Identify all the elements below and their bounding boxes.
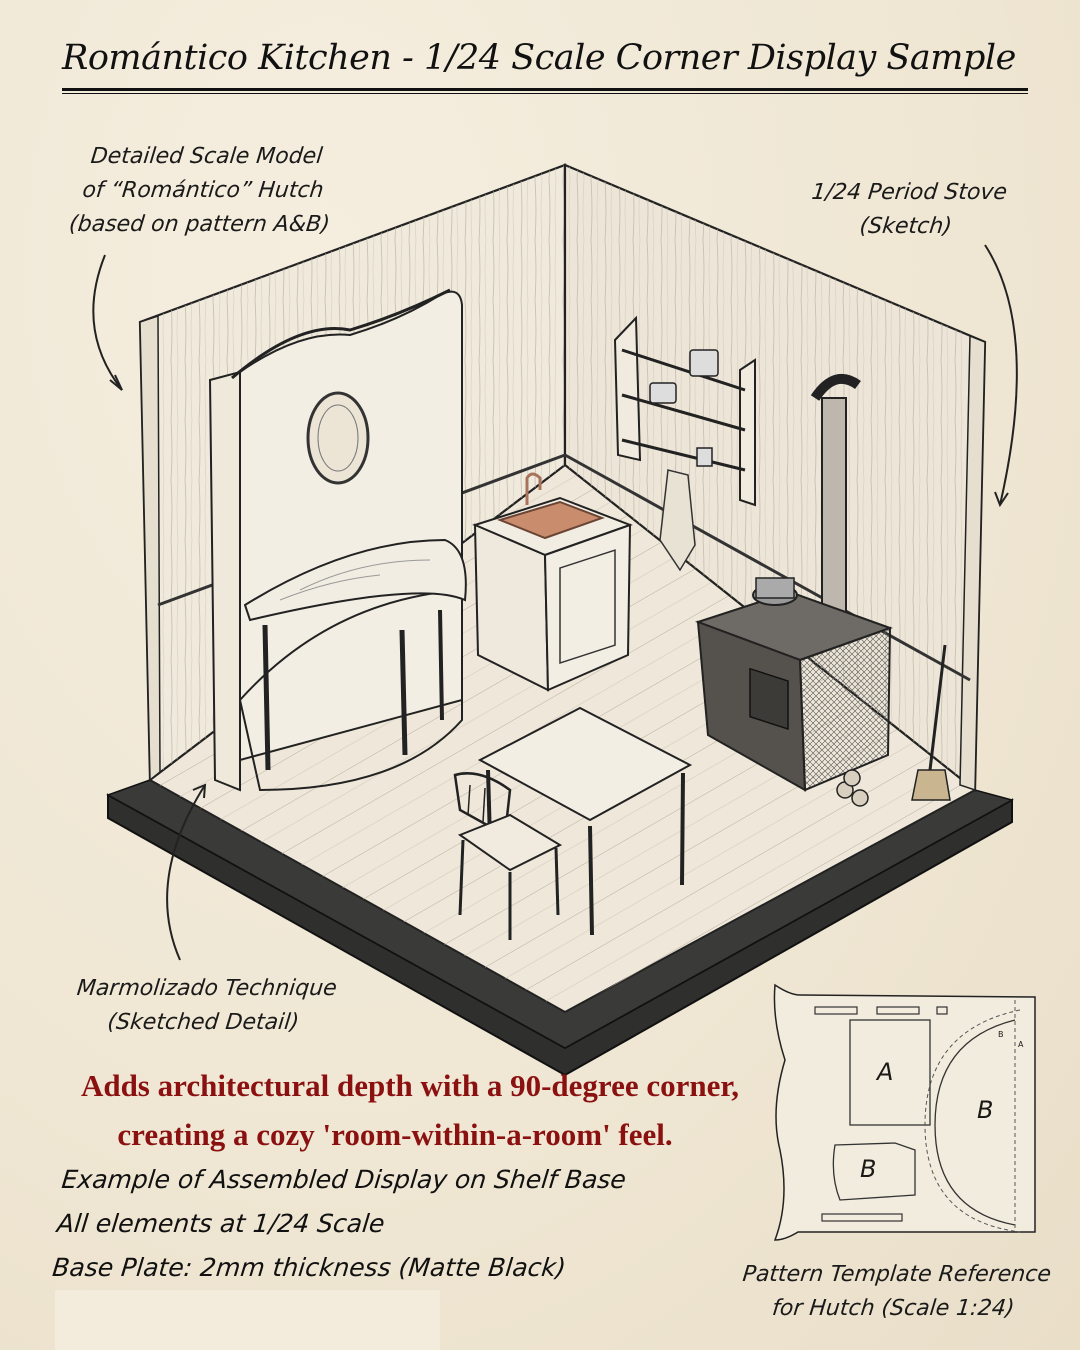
pattern-label-b-tiny: B [998,1030,1004,1039]
hutch-annotation-line: (based on pattern A&B) [67,212,332,237]
pattern-template [773,983,1036,1241]
details-list: Example of Assembled Display on Shelf Ba… [50,1158,628,1290]
stove [694,373,893,792]
marmolizado-arrow [166,784,206,961]
wall-shelf [613,315,756,572]
copper-sink [496,500,605,540]
marmolizado-annotation-line: (Sketched Detail) [106,1010,301,1035]
detail-line: Example of Assembled Display on Shelf Ba… [60,1165,628,1194]
sink-cabinet [472,472,633,692]
pattern-annotation-line: Pattern Template Reference [741,1262,1053,1287]
stove-annotation-line: 1/24 Period Stove [810,180,1009,205]
hutch-arrow [92,254,123,391]
hutch-annotation-line: Detailed Scale Model [89,144,324,169]
detail-line: Base Plate: 2mm thickness (Matte Black) [50,1253,568,1282]
stove-annotation: 1/24 Period Stove (Sketch) [796,176,1018,244]
highlight-line-2: creating a cozy 'room-within-a-room' fee… [117,1117,673,1152]
hutch-annotation-line: of “Romántico” Hutch [81,178,325,203]
stove-arrow [984,244,1018,506]
firewood [836,644,951,807]
pattern-label-b-large: B [977,1096,994,1124]
pattern-annotation-line: for Hutch (Scale 1:24) [770,1296,1016,1321]
pattern-annotation: Pattern Template Reference for Hutch (Sc… [726,1258,1063,1326]
marmolizado-annotation: Marmolizado Technique (Sketched Detail) [51,972,358,1040]
table [477,706,693,936]
detail-line: All elements at 1/24 Scale [55,1209,387,1238]
page-title: Romántico Kitchen - 1/24 Scale Corner Di… [62,38,1016,78]
pattern-label-a-tiny: A [1018,1040,1024,1049]
title-underline [62,88,1028,91]
chair [453,772,563,940]
highlight-line-1: Adds architectural depth with a 90-degre… [80,1068,740,1103]
hutch-annotation: Detailed Scale Model of “Romántico” Hutc… [63,140,344,242]
pattern-label-a: A [877,1058,894,1086]
title-underline-thin [62,93,1028,94]
hutch [208,288,467,792]
marmolizado-annotation-line: Marmolizado Technique [75,976,339,1001]
blank-panel [55,1290,440,1350]
stove-annotation-line: (Sketch) [858,214,954,239]
pattern-label-b-small: B [860,1155,877,1183]
